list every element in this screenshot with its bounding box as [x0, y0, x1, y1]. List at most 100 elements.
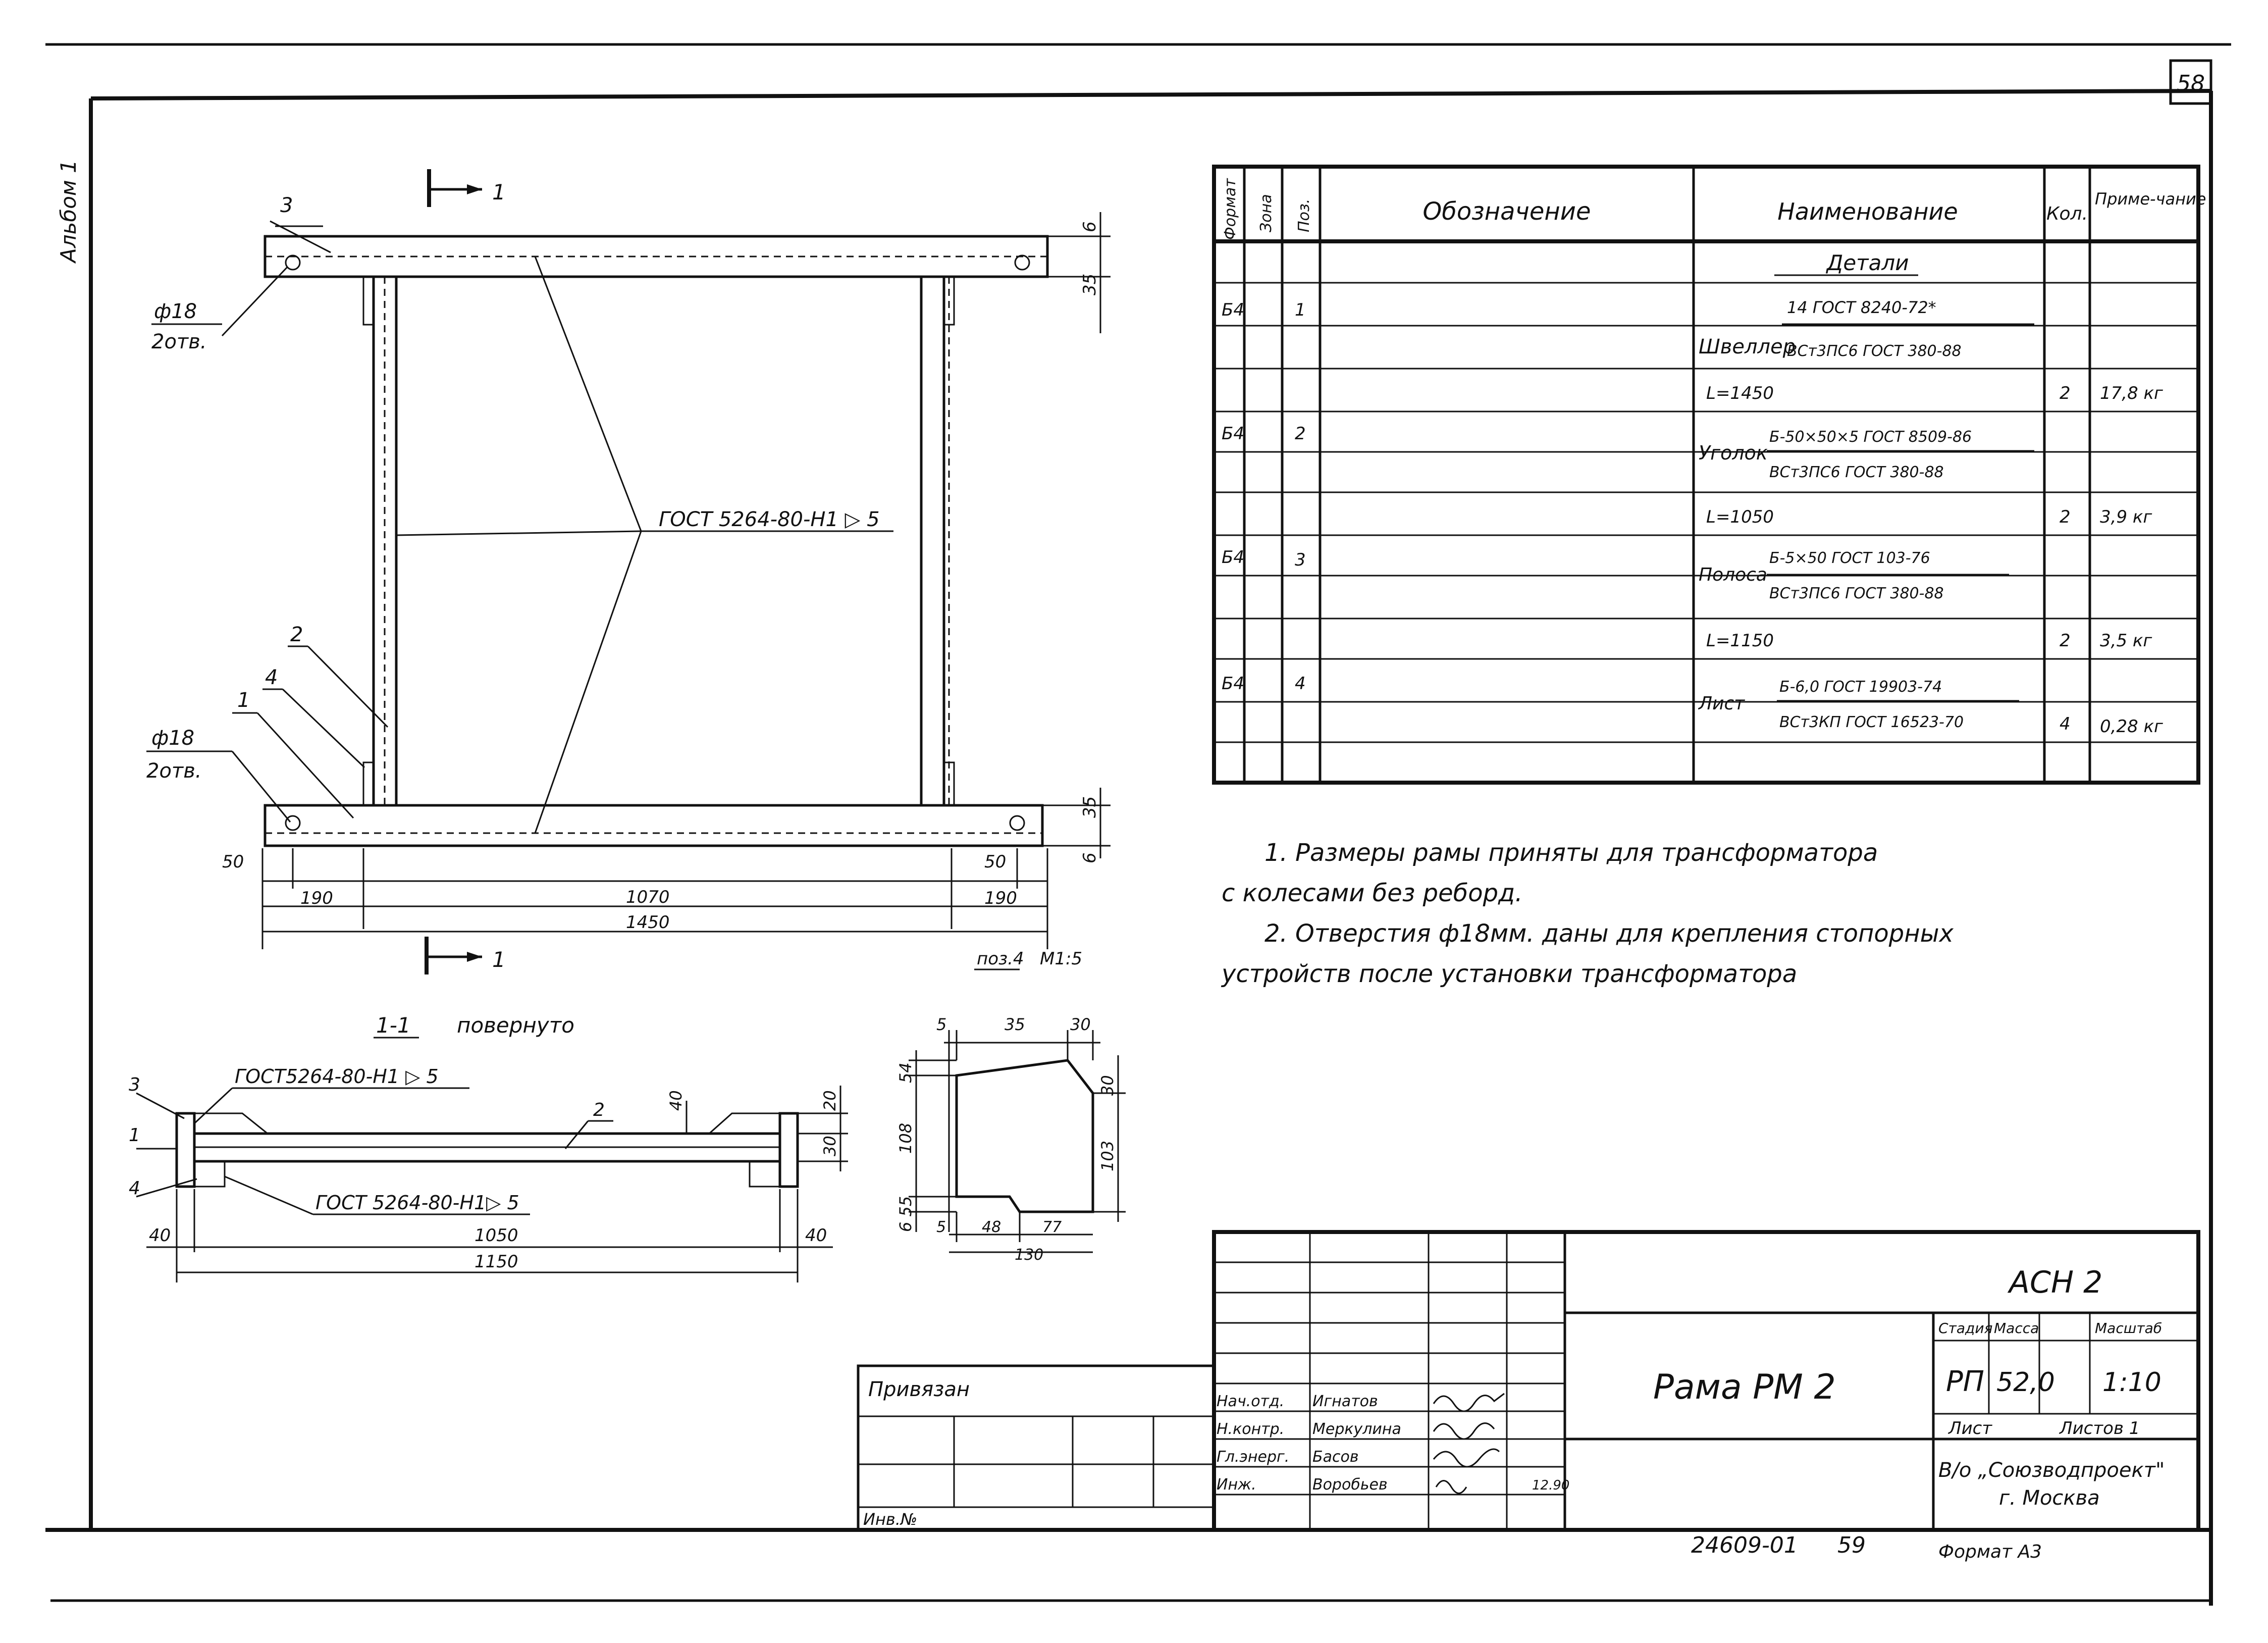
role-1: Нач.отд. — [1217, 1393, 1284, 1410]
row1-name-bottom: ВСт3ПС6 ГОСТ 380-88 — [1787, 342, 1962, 360]
dim-40-right: 40 — [805, 1225, 827, 1246]
detail-dim-77: 77 — [1042, 1218, 1062, 1236]
page-number-box — [2169, 59, 2212, 105]
row2-note: 3,9 кг — [2100, 507, 2152, 527]
row3-name-bottom: ВСт3ПС6 ГОСТ 380-88 — [1769, 585, 1944, 602]
linked-label: Привязан — [868, 1378, 970, 1401]
scale-value: 1:10 — [2102, 1367, 2161, 1398]
mass-value: 52,0 — [1996, 1367, 2055, 1398]
row2-format: Б4 — [1222, 424, 1244, 444]
dim-1150: 1150 — [474, 1252, 518, 1272]
section-pos1: 1 — [129, 1125, 140, 1146]
pos3-label: 3 — [280, 194, 293, 217]
sheets-label: Листов 1 — [2059, 1418, 2140, 1439]
detail-dim-54: 54 — [896, 1062, 915, 1083]
signature-3 — [1433, 1448, 1500, 1468]
note-line-3: 2. Отверстия ф18мм. даны для крепления с… — [1264, 919, 1954, 948]
dim-20: 20 — [820, 1090, 839, 1111]
header-qty: Кол. — [2046, 203, 2088, 224]
row1-name-main: Швеллер — [1699, 335, 1796, 358]
row3-name-main: Полоса — [1699, 564, 1767, 585]
dim-190-right: 190 — [984, 888, 1017, 908]
weld-bottom-label: ГОСТ 5264-80-Н1▷ 5 — [315, 1192, 519, 1214]
linked-stamp — [857, 1364, 1216, 1531]
row1-name-top: 14 ГОСТ 8240-72* — [1787, 298, 1936, 317]
notes: 1. Размеры рамы приняты для трансформато… — [1221, 839, 1954, 988]
role-3: Гл.энерг. — [1217, 1448, 1289, 1466]
detail-dim-103: 103 — [1098, 1141, 1117, 1171]
pos2-label: 2 — [290, 623, 303, 646]
row1-note: 17,8 кг — [2100, 383, 2164, 403]
spec-table: Формат Зона Поз. Обозначение Наименовани… — [1212, 165, 2206, 785]
bottom-channel — [263, 804, 1044, 847]
role-3-name: Басов — [1312, 1448, 1359, 1466]
header-name: Наименование — [1777, 198, 1958, 225]
plate-outline — [955, 1059, 1094, 1213]
header-zone: Зона — [1257, 194, 1275, 232]
section-mark-top: 1 — [492, 180, 506, 204]
header-designation: Обозначение — [1422, 197, 1591, 226]
detail-dim-108: 108 — [896, 1123, 915, 1154]
section-mark-bottom: 1 — [492, 947, 506, 972]
plan-view: 1 1 3 ф18 2отв. 2 4 1 ф18 2отв. ГОСТ 526… — [146, 169, 1111, 974]
frame-top — [90, 89, 2211, 100]
dim-6-top: 6 — [1080, 221, 1100, 232]
hole-top-right — [1014, 254, 1030, 271]
row2-name-bottom: ВСт3ПС6 ГОСТ 380-88 — [1769, 464, 1944, 481]
row1-pos: 1 — [1295, 300, 1306, 320]
section-title-suffix: повернуто — [457, 1013, 574, 1038]
hole-bottom-left — [285, 815, 301, 831]
dim-6-bottom: 6 — [1080, 852, 1100, 863]
pos1-label: 1 — [237, 689, 250, 712]
dim-30: 30 — [820, 1136, 839, 1156]
album-label: Альбом 1 — [56, 160, 81, 264]
weld-top-label: ГОСТ5264-80-Н1 ▷ 5 — [235, 1065, 439, 1088]
drawing-title: Рама РМ 2 — [1653, 1367, 1836, 1407]
row2-qty: 2 — [2060, 507, 2071, 527]
role-4-name: Воробьев — [1312, 1476, 1388, 1494]
org-line-2: г. Москва — [1999, 1486, 2100, 1510]
header-note: Приме-чание — [2095, 189, 2206, 209]
dim-50-right: 50 — [984, 852, 1006, 872]
section-pos3: 3 — [129, 1074, 140, 1095]
pos4-label: 4 — [265, 666, 278, 689]
dim-1450: 1450 — [626, 912, 670, 933]
role-4: Инж. — [1217, 1476, 1256, 1494]
inv-label: Инв.№ — [863, 1510, 917, 1529]
detail-dim-35: 35 — [1005, 1015, 1025, 1034]
row2-pos: 2 — [1295, 424, 1306, 444]
sheet-label: Лист — [1947, 1418, 1992, 1439]
row4-format: Б4 — [1222, 674, 1244, 694]
detail-dim-5-top: 5 — [936, 1015, 946, 1034]
doc-page: 59 — [1837, 1532, 1866, 1558]
role-2-name: Меркулина — [1312, 1420, 1401, 1438]
row1-qty: 2 — [2060, 383, 2071, 403]
detail-dim-6-55: 6 55 — [896, 1196, 915, 1232]
row4-name-main: Лист — [1698, 693, 1745, 714]
row3-note: 3,5 кг — [2100, 631, 2152, 651]
row3-name-top: Б-5×50 ГОСТ 103-76 — [1769, 549, 1930, 567]
dim-1050: 1050 — [474, 1225, 518, 1246]
row1-length: L=1450 — [1706, 383, 1774, 403]
hole-bottom-label: ф18 — [151, 727, 194, 750]
hole-top-label: ф18 — [154, 300, 197, 323]
section-title: 1-1 — [376, 1013, 411, 1038]
section-pos2: 2 — [593, 1100, 605, 1120]
hole-bottom-sub: 2отв. — [146, 759, 202, 783]
section-view: 1-1 повернуто ГОСТ5264-80-Н1 ▷ 5 ГОСТ 52… — [129, 1013, 848, 1282]
doc-number: 24609-01 — [1691, 1532, 1798, 1558]
detail-dim-130: 130 — [1015, 1246, 1043, 1264]
weld-note-plan: ГОСТ 5264-80-Н1 ▷ 5 — [659, 508, 880, 531]
format-label: Формат А3 — [1938, 1542, 2042, 1562]
title-block: Привязан Инв.№ Нач.отд. Игнатов Н.контр.… — [857, 1230, 2200, 1562]
right-angle — [920, 275, 945, 807]
page-number: 58 — [2177, 71, 2205, 96]
scale-label: Масштаб — [2095, 1320, 2162, 1337]
dim-1070: 1070 — [626, 887, 670, 907]
row4-note: 0,28 кг — [2100, 716, 2164, 737]
row2-name-main: Уголок — [1699, 442, 1768, 464]
header-format: Формат — [1222, 178, 1239, 240]
row3-length: L=1150 — [1706, 631, 1774, 651]
dim-40-left: 40 — [149, 1225, 171, 1246]
